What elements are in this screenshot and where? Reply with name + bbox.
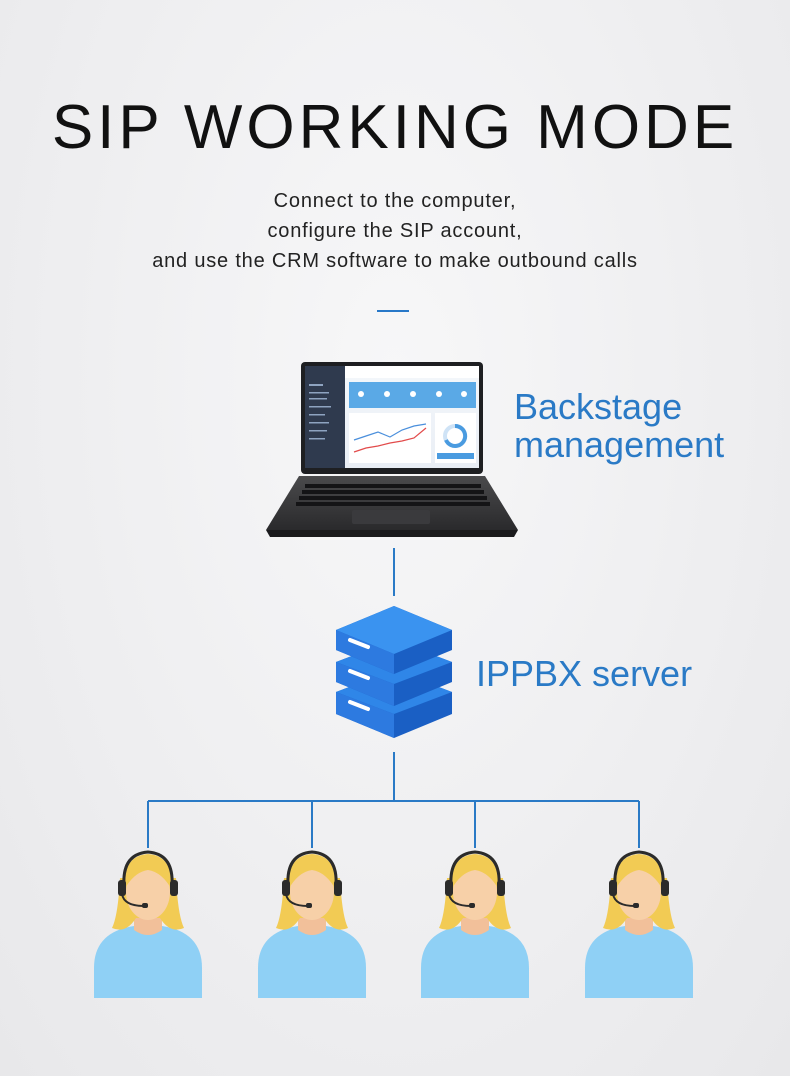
agent-headset-icon	[583, 850, 695, 1000]
page-title: SIP WORKING MODE	[51, 93, 739, 162]
laptop-icon	[266, 362, 518, 537]
agent-1	[92, 850, 204, 1000]
backstage-label: Backstage management	[514, 388, 724, 464]
backstage-label-line-2: management	[514, 424, 725, 465]
agent-4	[583, 850, 695, 1000]
connector-lines	[147, 548, 640, 848]
ippbx-server-label: IPPBX server	[476, 653, 693, 694]
agent-headset-icon	[419, 850, 531, 1000]
agent-headset-icon	[256, 850, 368, 1000]
agent-headset-icon	[92, 850, 204, 1000]
title-divider	[377, 310, 409, 312]
agent-2	[256, 850, 368, 1000]
page-subtitle: Connect to the computer, configure the S…	[0, 186, 790, 276]
agent-3	[419, 850, 531, 1000]
subtitle-line-2: configure the SIP account,	[267, 220, 523, 242]
server-stack-icon	[336, 606, 452, 738]
subtitle-line-3: and use the CRM software to make outboun…	[152, 250, 638, 272]
backstage-label-line-1: Backstage	[514, 386, 683, 427]
subtitle-line-1: Connect to the computer,	[273, 190, 517, 212]
